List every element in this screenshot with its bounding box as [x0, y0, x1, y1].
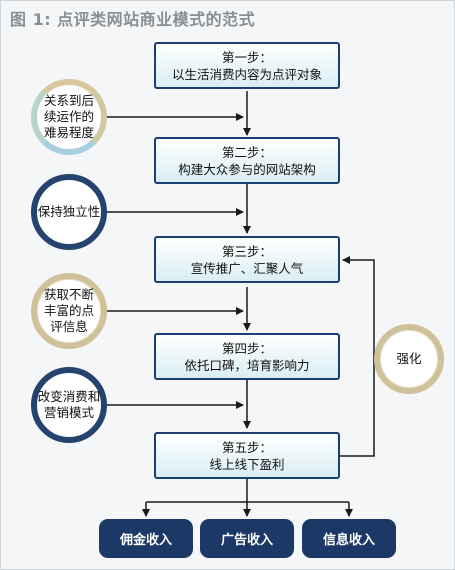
- factor-text-line: 评信息: [50, 319, 88, 334]
- income-box-advertising: 广告收入: [200, 519, 294, 558]
- feedback-circle: 强化: [374, 324, 444, 394]
- step-5-box: 第五步： 线上线下盈利: [154, 432, 340, 479]
- figure-title: 图 1: 点评类网站商业模式的范式: [10, 10, 256, 29]
- step-1-box: 第一步： 以生活消费内容为点评对象: [154, 42, 340, 89]
- factor-text-line: 获取不断: [43, 287, 94, 302]
- income-box-information: 信息收入: [302, 519, 396, 558]
- factor-circle-4: 改变消费和 营销模式: [31, 367, 107, 443]
- feedback-text: 强化: [396, 351, 422, 366]
- step-text: 依托口碑，培育影响力: [184, 357, 310, 373]
- factor-circle-2: 保持独立性: [31, 174, 107, 250]
- step-label: 第四步：: [221, 340, 272, 356]
- factor-text-line: 丰富的点: [43, 303, 94, 318]
- factor-text-line: 难易程度: [43, 125, 94, 140]
- factor-text-line: 改变消费和: [37, 389, 101, 404]
- factor-text-line: 续运作的: [43, 109, 94, 124]
- feedback-loop-arrow: [340, 256, 375, 457]
- income-box-commission: 佣金收入: [99, 519, 193, 558]
- step-label: 第五步：: [221, 439, 272, 455]
- step-text: 以生活消费内容为点评对象: [171, 66, 322, 82]
- factor-text-line: 保持独立性: [37, 204, 101, 219]
- step-4-box: 第四步： 依托口碑，培育影响力: [154, 333, 340, 380]
- step-text: 宣传推广、汇聚人气: [190, 260, 304, 276]
- factor-text-line: 关系到后: [43, 93, 94, 108]
- step-2-box: 第二步： 构建大众参与的网站架构: [154, 137, 340, 184]
- step-label: 第二步：: [221, 144, 272, 160]
- step-label: 第三步：: [221, 243, 272, 259]
- step-3-box: 第三步： 宣传推广、汇聚人气: [154, 236, 340, 283]
- step-label: 第一步：: [221, 49, 272, 65]
- factor-circle-3: 获取不断 丰富的点 评信息: [31, 273, 107, 349]
- factor-text-line: 营销模式: [43, 405, 94, 420]
- step-text: 线上线下盈利: [209, 456, 285, 472]
- step-text: 构建大众参与的网站架构: [178, 161, 316, 177]
- factor-circle-1: 关系到后 续运作的 难易程度: [31, 79, 107, 155]
